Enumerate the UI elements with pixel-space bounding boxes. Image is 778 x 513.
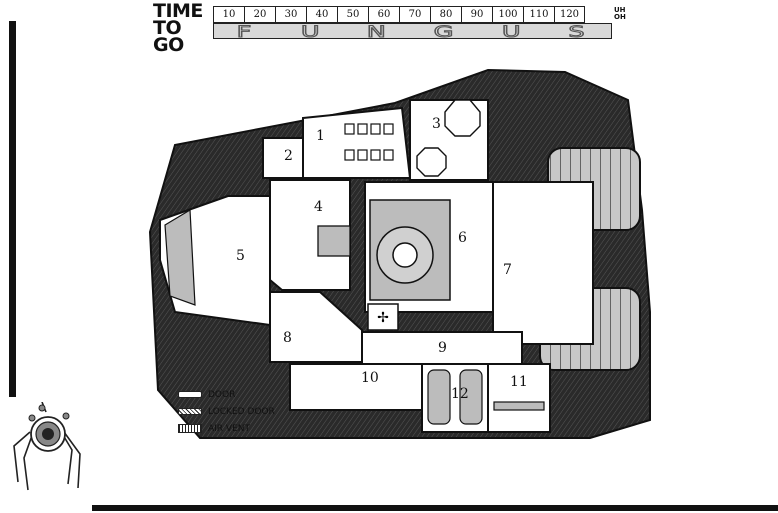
reactor-machine — [369, 199, 451, 301]
uh-oh-label: UH OH — [614, 6, 626, 21]
room-12-pods — [427, 369, 483, 425]
room-label-11: 11 — [510, 374, 528, 390]
room-label-5: 5 — [236, 248, 245, 264]
time-mark: 60 — [368, 6, 399, 23]
fungus-track: F U N G U S — [213, 21, 612, 41]
svg-text:✢: ✢ — [377, 310, 389, 326]
room-label-10: 10 — [361, 370, 379, 386]
time-mark: 50 — [337, 6, 368, 23]
fungus-letter: F — [236, 21, 256, 41]
room-1-seats — [344, 123, 394, 161]
room-label-2: 2 — [284, 148, 293, 164]
time-mark: 80 — [430, 6, 461, 23]
room-2-floor — [262, 137, 304, 179]
time-title-line1: TIME — [153, 0, 203, 22]
time-track: 10 20 30 40 50 60 70 80 90 100 110 120 — [213, 6, 585, 23]
time-mark: 70 — [399, 6, 430, 23]
air-vent-fan: ✢ — [367, 303, 399, 331]
bridge-console — [164, 208, 196, 306]
room-label-12: 12 — [451, 386, 469, 402]
left-border-bar — [9, 21, 16, 397]
fungus-letter: U — [501, 21, 524, 41]
time-mark: 30 — [275, 6, 306, 23]
legend-air-vent: AIR VENT — [178, 420, 275, 437]
room-label-4: 4 — [314, 199, 323, 215]
bottom-rule — [92, 505, 778, 511]
room-label-3: 3 — [432, 116, 441, 132]
room-10-floor — [289, 363, 423, 411]
room-7-floor — [492, 181, 594, 345]
legend-locked-door: LOCKED DOOR — [178, 403, 275, 420]
fungus-letter: N — [366, 21, 390, 41]
room-3-pods — [416, 99, 481, 177]
room-label-8: 8 — [283, 330, 292, 346]
fungus-letter: U — [300, 21, 323, 41]
spider-robot-icon — [13, 402, 81, 491]
room-label-1: 1 — [316, 128, 325, 144]
time-mark: 40 — [306, 6, 337, 23]
fungus-letter: G — [433, 21, 458, 41]
door-symbol-icon — [178, 391, 202, 398]
time-mark: 110 — [523, 6, 554, 23]
time-to-go-title: TIME TO GO — [153, 0, 213, 56]
time-mark: 20 — [244, 6, 275, 23]
fungus-letter: S — [568, 21, 589, 41]
room-4-table — [317, 225, 351, 257]
time-mark: 120 — [554, 6, 585, 23]
air-vent-symbol-icon — [178, 424, 202, 433]
room-label-6: 6 — [458, 230, 467, 246]
room-label-9: 9 — [438, 340, 447, 356]
map-legend: DOOR LOCKED DOOR AIR VENT — [178, 386, 275, 437]
locked-door-symbol-icon — [178, 408, 202, 415]
time-mark: 10 — [213, 6, 244, 23]
airlock-bar — [493, 401, 545, 411]
legend-door: DOOR — [178, 386, 275, 403]
time-mark: 90 — [461, 6, 492, 23]
time-mark: 100 — [492, 6, 523, 23]
room-label-7: 7 — [503, 262, 512, 278]
time-title-line2: TO GO — [153, 17, 184, 56]
room-11-floor — [487, 363, 551, 433]
room-4-floor — [269, 179, 351, 291]
